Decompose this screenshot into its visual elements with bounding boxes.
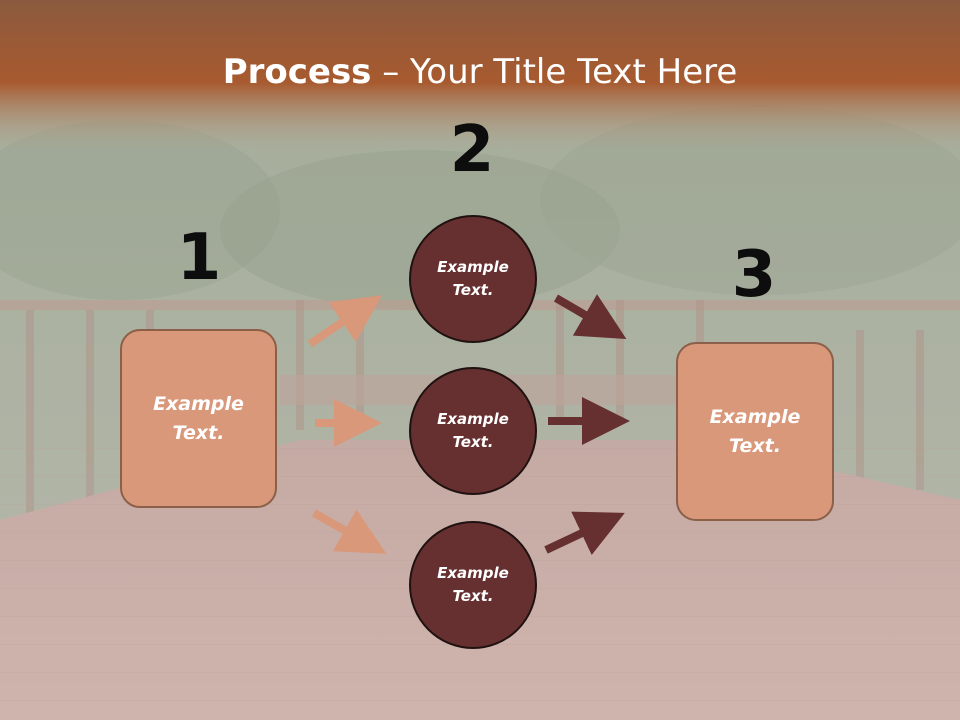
step-2-circle-bottom: Example Text. — [409, 521, 537, 649]
arrow-2c-to-3 — [544, 511, 625, 556]
arrow-1-to-2a — [307, 295, 382, 348]
step-3-label: Example Text. — [709, 405, 801, 457]
step-number-2: 2 — [449, 113, 495, 187]
title-rest: – Your Title Text Here — [371, 52, 738, 92]
step-1-box: Example Text. — [120, 329, 277, 508]
step-number-1: 1 — [176, 221, 222, 295]
arrow-2a-to-3 — [553, 294, 627, 340]
step-2-circle-middle-label: Example Text. — [437, 410, 509, 451]
step-number-3: 3 — [731, 238, 777, 312]
arrow-1-to-2c — [312, 509, 387, 554]
step-2-circle-bottom-label: Example Text. — [437, 564, 509, 605]
step-2-circle-top-label: Example Text. — [437, 258, 509, 299]
step-2-circle-top: Example Text. — [409, 215, 537, 343]
step-3-box: Example Text. — [676, 342, 834, 521]
title-bold: Process — [222, 52, 372, 92]
step-1-label: Example Text. — [153, 392, 244, 444]
slide-title: Process – Your Title Text Here — [0, 52, 960, 92]
step-2-circle-middle: Example Text. — [409, 367, 537, 495]
